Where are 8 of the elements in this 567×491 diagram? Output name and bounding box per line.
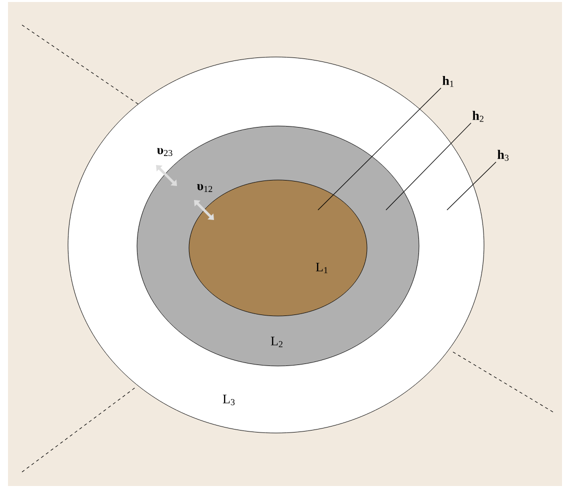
leader-line — [386, 122, 472, 210]
flux-label: υ$_{12}$ — [197, 184, 212, 192]
flux-label: υ$_{23}$ — [157, 148, 172, 156]
vector-label: h$_{3}$ — [498, 150, 509, 161]
vector-label: h$_{1}$ — [442, 76, 454, 87]
leader-line — [446, 162, 496, 210]
vector-label: h$_{2}$ — [472, 110, 484, 122]
leader-line — [318, 88, 442, 210]
